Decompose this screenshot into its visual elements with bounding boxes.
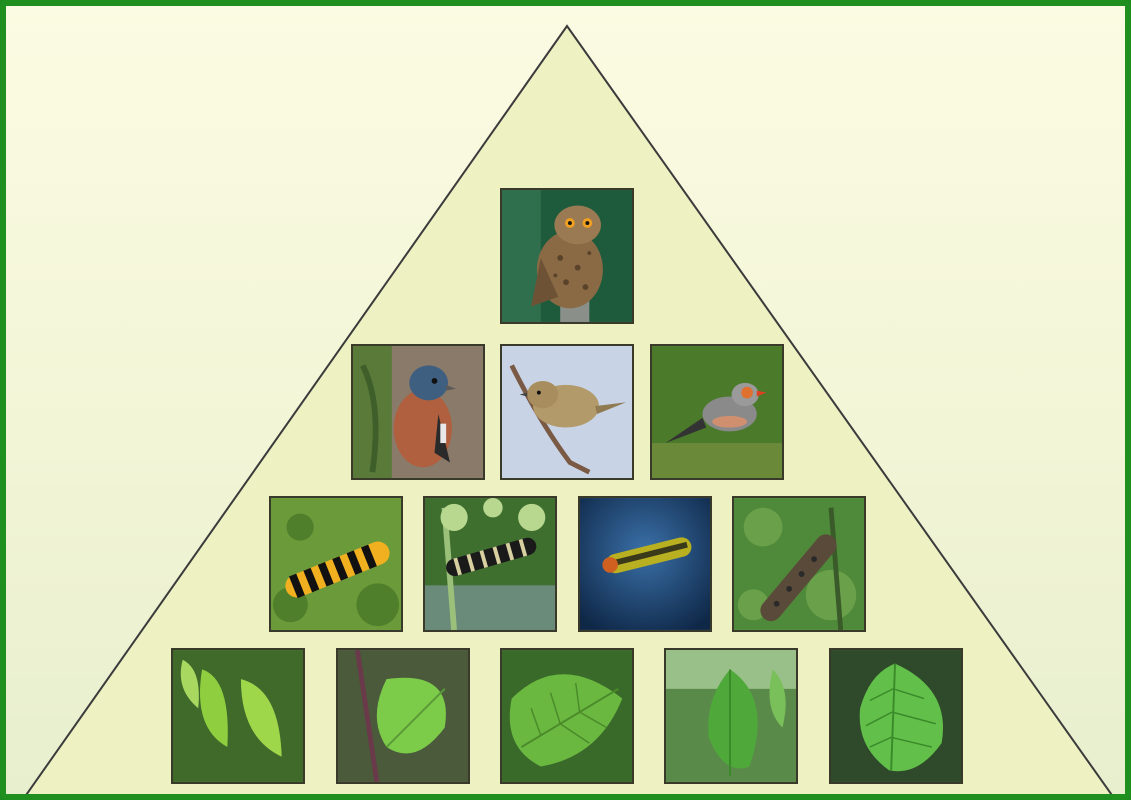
finch-icon xyxy=(652,346,782,478)
tile-elm-leaf-2 xyxy=(829,648,963,784)
tile-chaffinch xyxy=(351,344,485,480)
chaffinch-icon xyxy=(353,346,483,478)
tile-hairy-caterpillar xyxy=(578,496,712,632)
tile-warbler xyxy=(500,344,634,480)
tile-swallowtail-caterpillar xyxy=(423,496,557,632)
swallowtail-caterpillar-icon xyxy=(425,498,555,630)
leaf-icon xyxy=(666,650,796,782)
owl-icon xyxy=(502,190,632,322)
tile-owl xyxy=(500,188,634,324)
tile-elm-leaf-1 xyxy=(500,648,634,784)
tile-birch-leaf xyxy=(171,648,305,784)
birch-leaf-icon xyxy=(173,650,303,782)
hairy-caterpillar-icon xyxy=(580,498,710,630)
elm-leaf-icon xyxy=(502,650,632,782)
warbler-icon xyxy=(502,346,632,478)
striped-caterpillar-icon xyxy=(271,498,401,630)
tile-leaf-2 xyxy=(336,648,470,784)
tile-cinnabar-caterpillar xyxy=(269,496,403,632)
tile-leaf-4 xyxy=(664,648,798,784)
tile-zebra-finch xyxy=(650,344,784,480)
elm-leaf-icon xyxy=(831,650,961,782)
brown-caterpillar-icon xyxy=(734,498,864,630)
leaf-icon xyxy=(338,650,468,782)
tile-brown-caterpillar xyxy=(732,496,866,632)
